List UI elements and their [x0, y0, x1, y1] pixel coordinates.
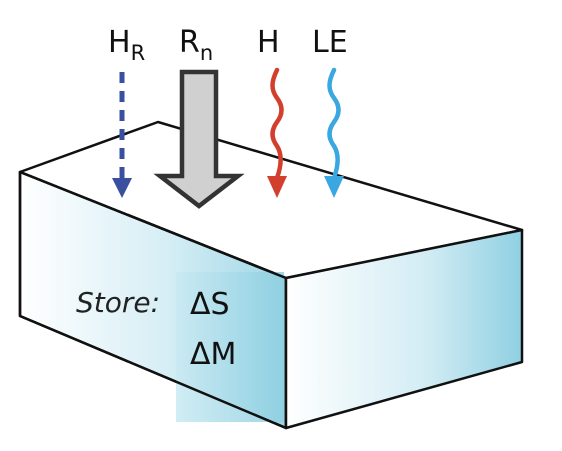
- store-var-delta-m: ΔM: [190, 337, 236, 372]
- store-var-delta-s: ΔS: [190, 287, 230, 322]
- le-flux-arrow: [324, 67, 344, 198]
- store-highlight-band: [176, 272, 284, 422]
- store-label: Store:: [76, 286, 160, 319]
- h-flux-label: H: [257, 25, 280, 60]
- rn-flux-arrow: [153, 69, 245, 209]
- le-flux-label: LE: [312, 25, 348, 60]
- h-flux-arrow: [267, 67, 287, 198]
- hr-flux-arrow: [112, 72, 132, 198]
- rn-flux-label: Rn: [179, 25, 213, 65]
- box-right-face: [284, 228, 524, 430]
- hr-flux-label: HR: [108, 25, 145, 65]
